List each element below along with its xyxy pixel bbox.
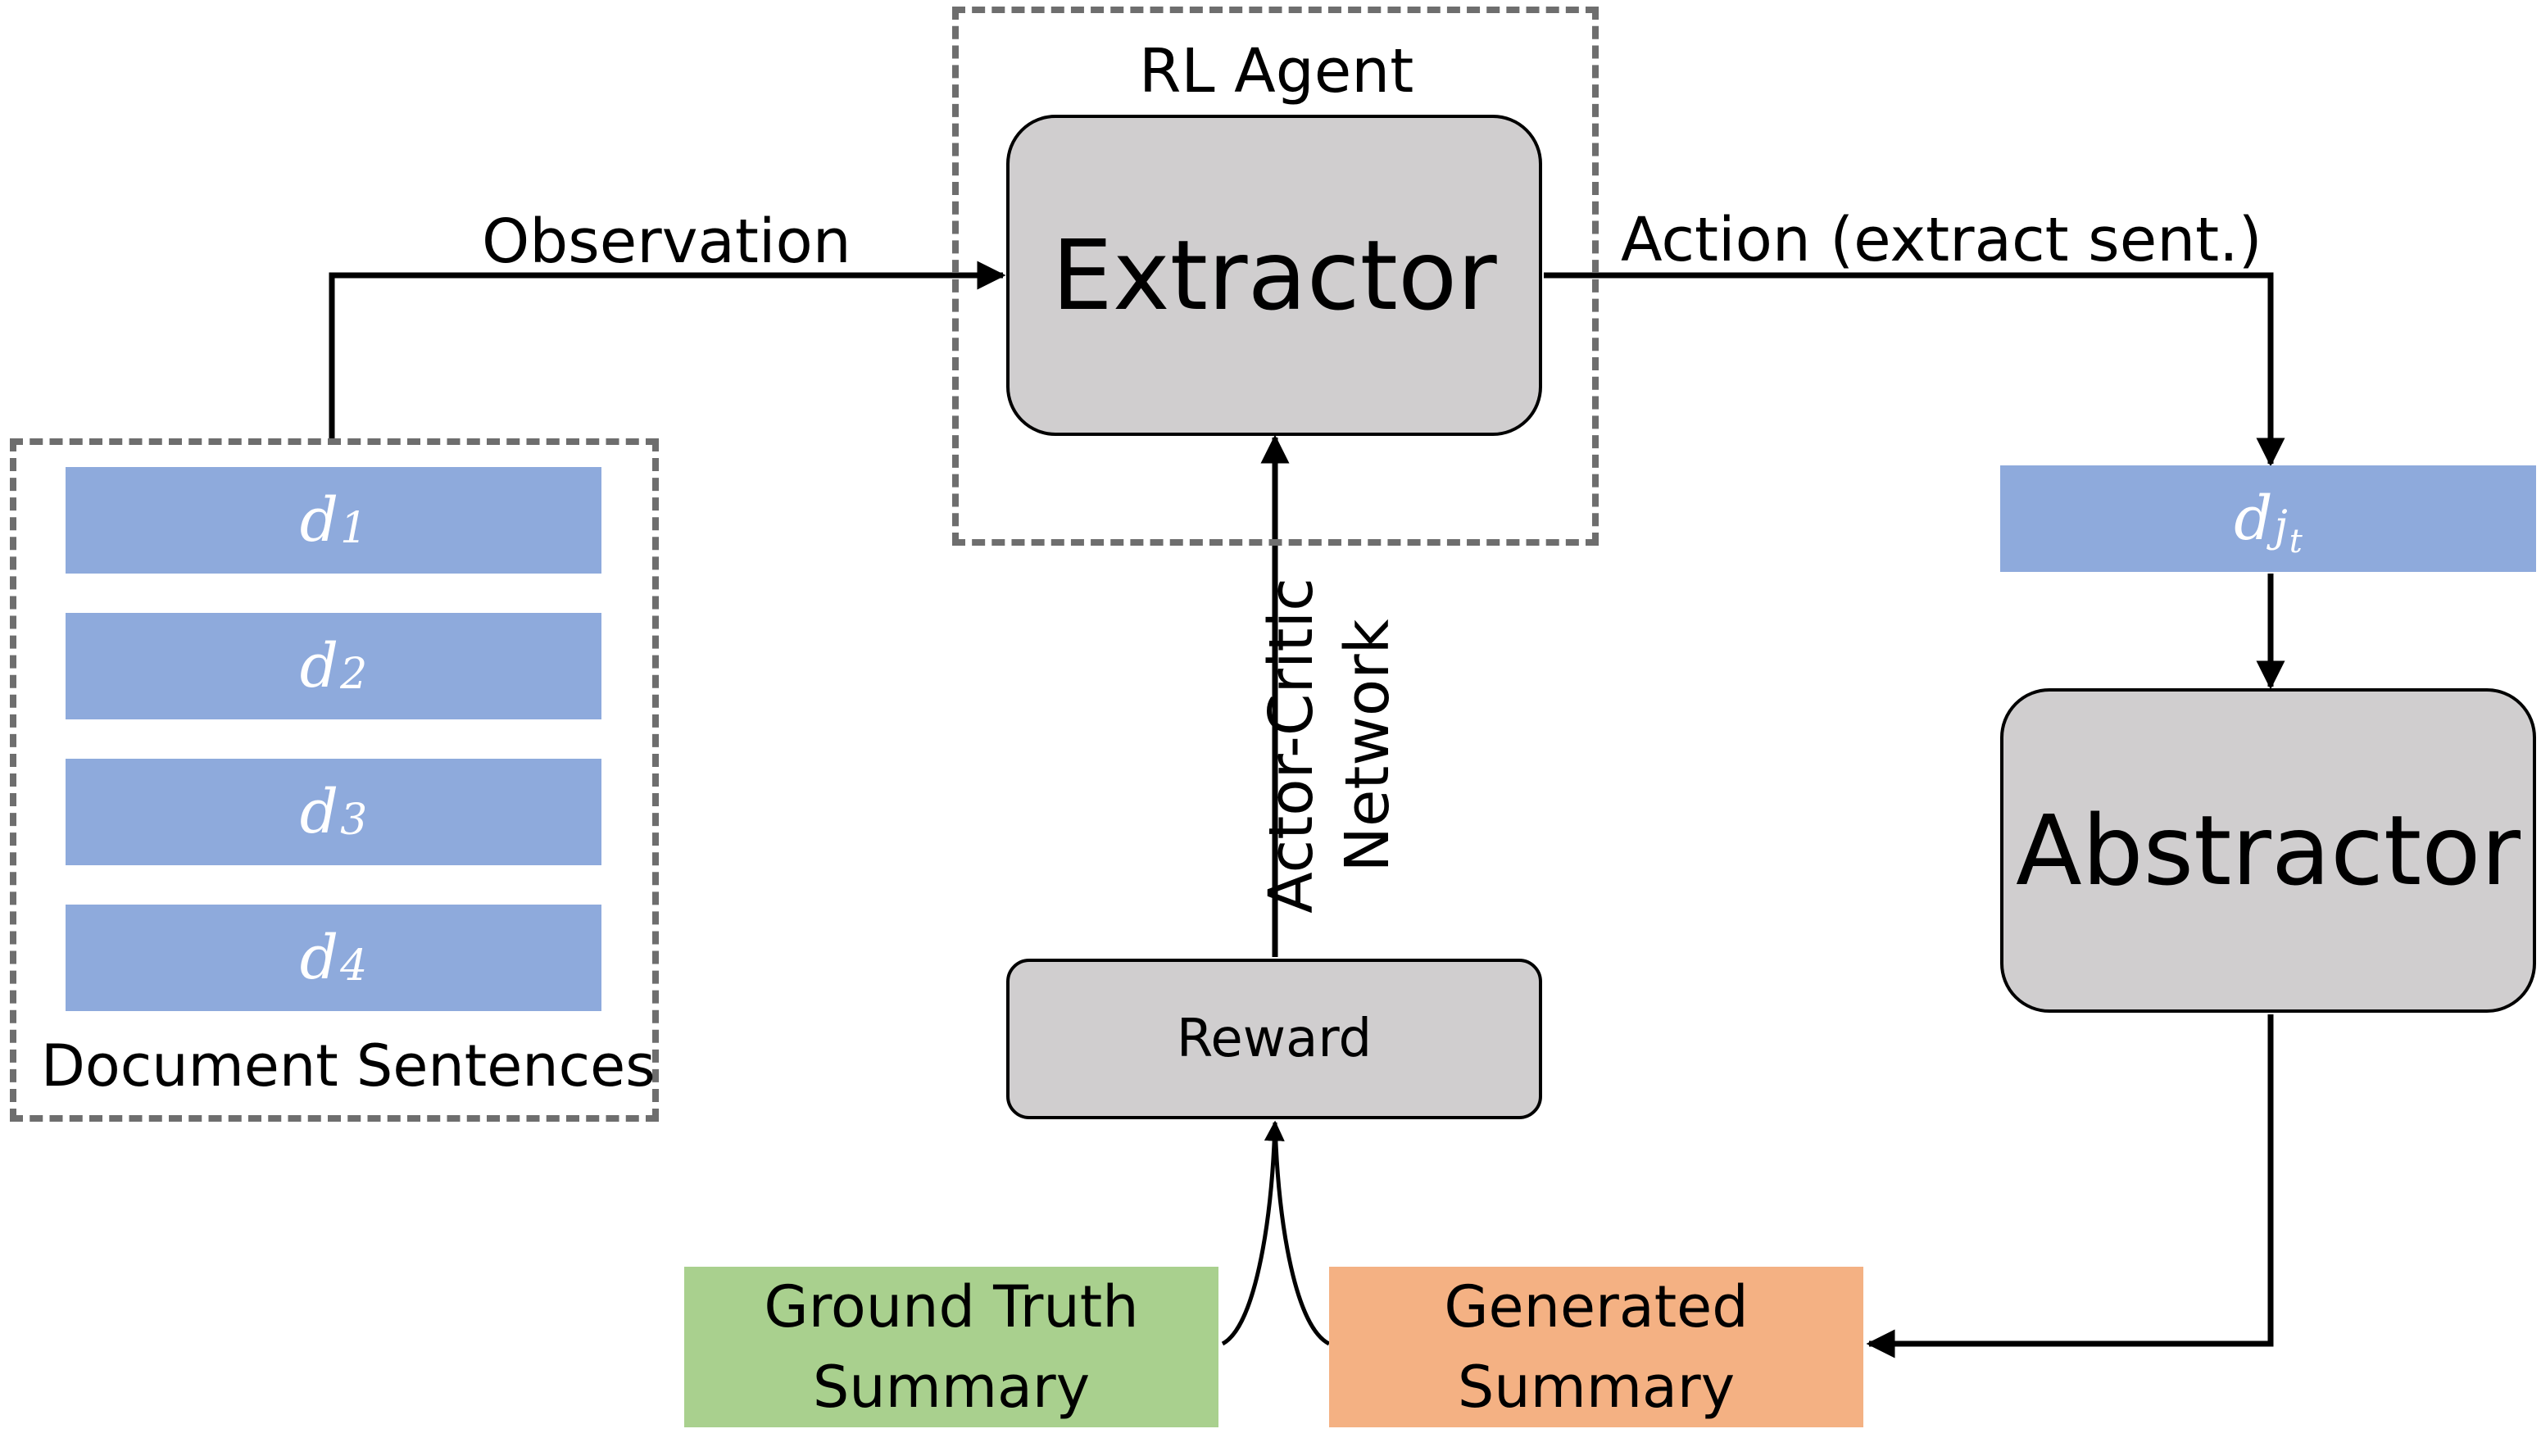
- selected-index: jt: [2274, 502, 2303, 560]
- rl-agent-label: RL Agent: [1139, 36, 1414, 107]
- rl-agent-region: [952, 7, 1599, 546]
- generated-to-reward-curve: [1273, 1122, 1331, 1346]
- extractor-box: Extractor: [1006, 115, 1542, 436]
- selected-index-t: t: [2289, 523, 2303, 560]
- sentence-var: d: [299, 485, 339, 556]
- action-label: Action (extract sent.): [1621, 205, 2262, 275]
- ground-truth-line2: Summary: [812, 1354, 1091, 1421]
- generated-line1: Generated: [1444, 1273, 1749, 1340]
- actor-critic-label: Actor-Critic Network: [1254, 574, 1418, 918]
- sentence-var: d: [299, 777, 339, 847]
- extractor-label: Extractor: [1051, 219, 1497, 332]
- sentence-var: d: [299, 631, 339, 701]
- sentence-index: 3: [340, 796, 368, 845]
- reward-label: Reward: [1176, 1009, 1373, 1069]
- ground-truth-line1: Ground Truth: [764, 1273, 1139, 1340]
- selected-index-j: j: [2274, 502, 2288, 551]
- generated-summary-box: Generated Summary: [1329, 1267, 1863, 1427]
- ground-truth-to-reward-curve: [1221, 1120, 1285, 1346]
- abstractor-label: Abstractor: [2015, 794, 2521, 907]
- observation-arrow: [329, 261, 1006, 438]
- actor-critic-line2: Network: [1332, 619, 1403, 873]
- actor-critic-line1: Actor-Critic: [1256, 578, 1327, 914]
- abstractor-box: Abstractor: [2000, 688, 2536, 1013]
- abstractor-to-summary-arrow: [1866, 1014, 2274, 1358]
- reward-box: Reward: [1006, 959, 1542, 1119]
- action-arrow: [1544, 272, 2285, 467]
- document-sentences-label: Document Sentences: [41, 1032, 656, 1100]
- sentence-index: 1: [340, 504, 368, 553]
- sentence-index: 4: [340, 941, 368, 991]
- ground-truth-summary-box: Ground Truth Summary: [684, 1267, 1218, 1427]
- observation-label: Observation: [482, 206, 851, 277]
- generated-line2: Summary: [1457, 1354, 1736, 1421]
- selected-var: d: [2234, 483, 2273, 554]
- document-sentences-region: [10, 438, 659, 1122]
- sentence-var: d: [299, 923, 339, 993]
- sentence-index: 2: [340, 650, 368, 699]
